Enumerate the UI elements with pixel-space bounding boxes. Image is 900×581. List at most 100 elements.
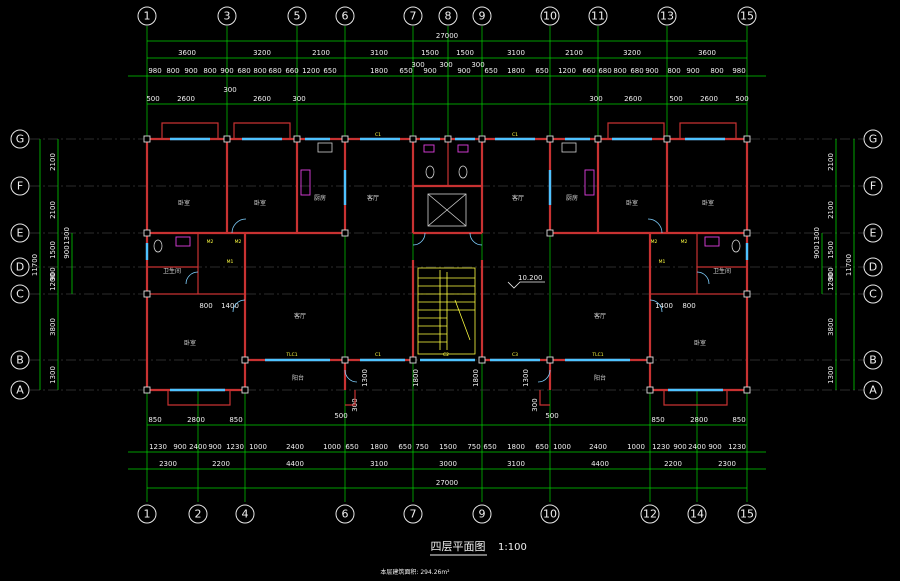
dim-top-row2: 1200 [302,67,320,75]
area-note: 本层建筑面积: 294.26m² [380,568,450,576]
sink-icon [317,142,333,153]
basin-icon [423,144,435,153]
door-tag: M2 [235,239,242,245]
dim-right-row1: 2100 [827,153,835,171]
door-swing [344,369,358,383]
dim-inner: 1800 [472,369,480,387]
dim-top-row2: 680 [268,67,281,75]
dim-right-row1: 1300 [827,366,835,384]
dim-left-row1: 900 [49,267,57,280]
dim-top-row2: 900 [645,67,658,75]
dimension-lines [39,40,855,489]
axis-bubble [657,6,677,26]
dim-bottom-row2: 2300 [718,460,736,468]
kitchen-counter [300,169,311,196]
axis-bubble [472,504,492,524]
dim-top-row2: 1800 [370,67,388,75]
axis-label-top: 7 [410,10,417,23]
basin-icon [175,236,191,247]
dim-top-row2: 980 [148,67,161,75]
window-tag: C1 [375,352,381,358]
dim-top-row2: 650 [535,67,548,75]
room-label-bedroom: 卧室 [254,199,266,207]
room-label-kitchen: 厨房 [566,194,578,202]
dim-top-row3: 500 [669,95,682,103]
axis-label-bottom: 6 [342,508,349,521]
column [341,229,349,237]
axis-label-left: B [16,354,24,367]
room-label-bedroom: 卧室 [178,199,190,207]
axis-bubble [10,223,30,243]
axis-label-left: A [16,384,24,397]
axis-bubble [188,504,208,524]
door-tag: M2 [651,239,658,245]
basin-icon [704,236,720,247]
balcony-rail [345,390,356,406]
axis-bubble [335,504,355,524]
dim-top-row1: 2100 [565,49,583,57]
room-label-bedroom: 卧室 [626,199,638,207]
dim-bottom-row1: 2400 [189,443,207,451]
dim-left-row1: 2100 [49,153,57,171]
axis-bubble [403,504,423,524]
axis-bubble [10,176,30,196]
axis-label-top: 5 [294,10,301,23]
axis-bubble [863,223,883,243]
axis-label-top: 9 [479,10,486,23]
element-tags: M2 M2 M2 M2 M1 M1 C1 C2 C3 TLC1 TLC1 C1 … [207,132,688,358]
dim-bottom-row1: 1800 [370,443,388,451]
dim-top-row2: 300 [439,61,452,69]
bay-window [607,122,665,139]
dim-bottom-row1: 1230 [652,443,670,451]
dim-top-row2: 660 [285,67,298,75]
axis-label-right: D [869,261,877,274]
dim-bottom-row1: 1000 [627,443,645,451]
dim-left-row1: 1200 [49,273,57,291]
door-tag: M1 [227,259,234,265]
room-label-bedroom: 卧室 [702,199,714,207]
room-labels: 卧室 卧室 厨房 客厅 客厅 厨房 卧室 卧室 卫生间 卫生间 客厅 客厅 卧室… [163,194,731,382]
door-swing [469,232,483,246]
dim-inner: 1300 [361,369,369,387]
bay-window [233,122,291,139]
axis-label-bottom: 7 [410,508,417,521]
axis-bubble [863,284,883,304]
dim-bottom-row2: 4400 [591,460,609,468]
dim-bottom-row1: 900 [708,443,721,451]
door-swing [647,218,663,234]
window-tag: C1 [375,132,381,138]
dim-top-row1: 3200 [623,49,641,57]
dim-inner: 800 [682,302,695,310]
axis-label-top: 13 [660,10,674,23]
dim-inner: 1400 [655,302,673,310]
dim-top-row2: 680 [598,67,611,75]
axis-label-bottom: 10 [543,508,557,521]
dim-top-row2: 1200 [558,67,576,75]
dim-bottom-row1: 1230 [728,443,746,451]
dim-top-row2: 800 [613,67,626,75]
axis-label-left: C [16,288,24,301]
windows [145,137,749,392]
dim-left-row1: 3800 [49,318,57,336]
column [743,290,751,298]
dim-top-row1: 3600 [178,49,196,57]
dim-bottom-row2: 3100 [370,460,388,468]
axis-bubble [687,504,707,524]
dim-top-row3: 500 [146,95,159,103]
column [478,135,486,143]
dim-top-row1: 3100 [507,49,525,57]
room-label-bedroom: 卧室 [184,339,196,347]
staircase [417,267,476,355]
door-swing [185,271,199,285]
axis-label-bottom: 15 [740,508,754,521]
door-tag: M1 [659,259,666,265]
room-label-bath: 卫生间 [713,267,731,275]
room-label-bedroom: 卧室 [694,339,706,347]
dim-top-row2: 800 [253,67,266,75]
bottom-axis-bubbles: 1 2 4 6 7 9 10 12 14 15 [137,504,757,524]
dim-right-total: 11700 [845,254,853,276]
window-tag: C3 [512,352,518,358]
room-label-bath: 卫生间 [163,267,181,275]
axis-label-right: A [869,384,877,397]
kitchen-counter [584,169,595,196]
